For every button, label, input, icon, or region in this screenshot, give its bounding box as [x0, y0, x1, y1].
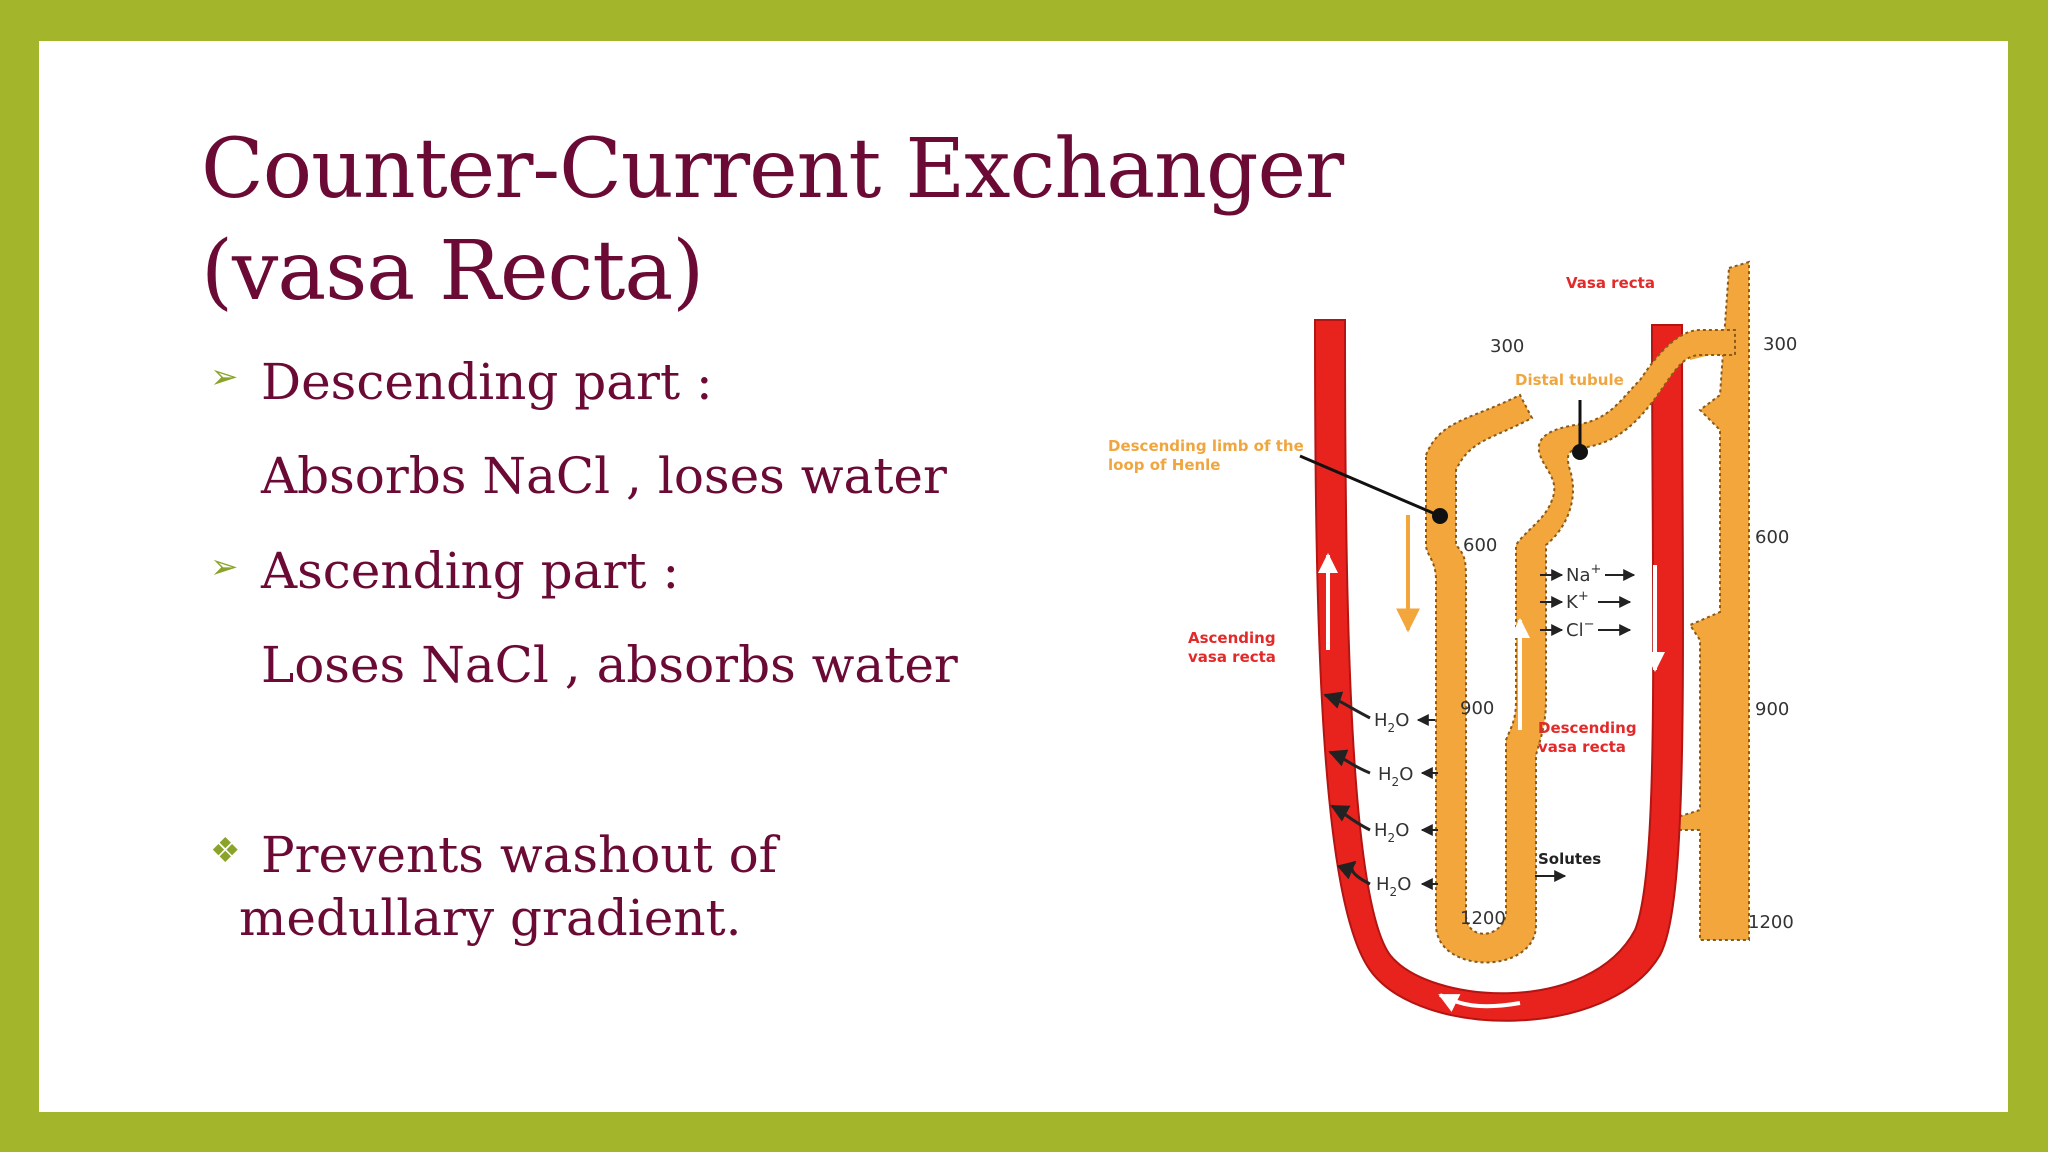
ion-potassium: K+ — [1566, 589, 1589, 613]
water-label: H2O — [1374, 820, 1409, 845]
bullet-descending-label: Descending part : — [261, 353, 713, 411]
arrow-bullet-icon: ➢ — [210, 357, 239, 397]
label-ascending-vasa-1: Ascending — [1188, 629, 1276, 647]
title-line-2: (vasa Recta) — [201, 224, 704, 319]
bullet-ascending-label: Ascending part : — [261, 542, 680, 600]
bullet-descending-detail: Absorbs NaCl , loses water — [261, 447, 947, 505]
label-ascending-vasa-2: vasa recta — [1188, 648, 1276, 666]
note-line-1: Prevents washout of — [261, 826, 778, 884]
water-label: H2O — [1376, 874, 1411, 899]
label-descending-vasa-2: vasa recta — [1538, 738, 1626, 756]
label-descending-limb-2: loop of Henle — [1108, 456, 1221, 474]
water-label: H2O — [1378, 764, 1413, 789]
ion-sodium: Na+ — [1566, 562, 1601, 586]
water-label: H2O — [1374, 710, 1409, 735]
outer-osmolarity-value: 600 — [1755, 527, 1789, 548]
inner-osmolarity-value: 300 — [1490, 336, 1524, 357]
label-descending-limb-1: Descending limb of the — [1108, 437, 1304, 455]
title-line-1: Counter-Current Exchanger — [201, 122, 1344, 217]
label-descending-vasa-1: Descending — [1538, 719, 1637, 737]
arrow-bullet-icon: ➢ — [210, 547, 239, 587]
outer-osmolarity-value: 900 — [1755, 699, 1789, 720]
ion-chloride: Cl− — [1566, 617, 1594, 641]
slide: Counter-Current Exchanger (vasa Recta) ➢… — [39, 41, 2008, 1112]
label-solutes: Solutes — [1538, 850, 1601, 868]
label-vasa-recta: Vasa recta — [1566, 274, 1655, 292]
inner-osmolarity-value: 1200 — [1460, 908, 1506, 929]
slide-title: Counter-Current Exchanger (vasa Recta) — [201, 119, 1344, 323]
vasa-recta-diagram: Vasa recta Distal tubule Descending limb… — [1108, 260, 1797, 1022]
outer-osmolarity-value: 1200 — [1748, 912, 1794, 933]
note-line-2: medullary gradient. — [239, 889, 742, 947]
inner-osmolarity-value: 600 — [1463, 535, 1497, 556]
inner-osmolarity-value: 900 — [1460, 698, 1494, 719]
label-distal-tubule: Distal tubule — [1515, 371, 1624, 389]
bullet-ascending-detail: Loses NaCl , absorbs water — [261, 636, 958, 694]
diamond-bullet-icon: ❖ — [210, 831, 241, 871]
loop-of-henle — [1425, 329, 1736, 964]
outer-osmolarity-value: 300 — [1763, 334, 1797, 355]
